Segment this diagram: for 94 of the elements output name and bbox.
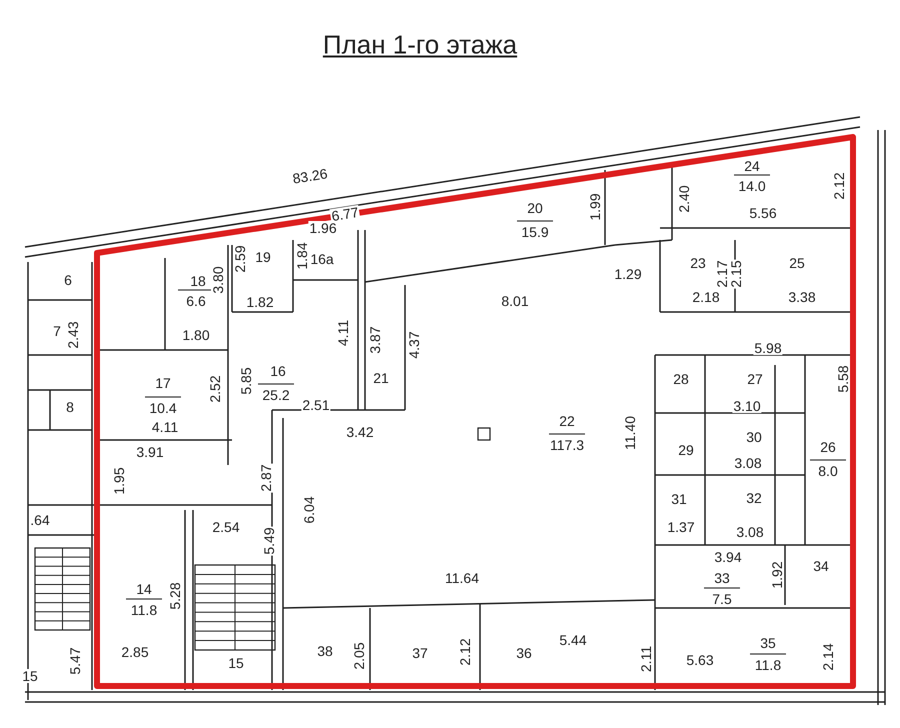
dimension-value: 11.40 <box>623 415 637 451</box>
room-area: 25.2 <box>261 388 291 402</box>
dimension-value: 83.26 <box>290 166 330 186</box>
dimension-value: 3.42 <box>345 425 375 439</box>
room-area: 117.3 <box>549 438 585 452</box>
dimension-value: 2.59 <box>233 244 247 274</box>
room-number: 31 <box>670 492 688 506</box>
dimension-value: 1.80 <box>181 328 211 342</box>
room-number: 17 <box>154 376 172 390</box>
dimension-value: 1.99 <box>588 192 602 222</box>
dimension-value: 3.91 <box>135 445 165 459</box>
dimension-value: 2.87 <box>259 463 273 493</box>
room-number: 20 <box>526 201 544 215</box>
dimension-value: 3.94 <box>713 550 743 564</box>
room-area: 14.0 <box>737 179 767 193</box>
room-number: 35 <box>759 636 777 650</box>
dimension-value: 5.56 <box>748 206 778 220</box>
dimension-value: 2.85 <box>120 645 150 659</box>
dimension-value: 4.11 <box>150 420 180 434</box>
dimension-value: 4.11 <box>336 318 350 348</box>
dimension-value: 5.47 <box>68 646 82 676</box>
room-number: 36 <box>515 646 533 660</box>
room-number: 21 <box>372 371 390 385</box>
dimension-value: 5.58 <box>836 364 850 394</box>
room-number: 25 <box>788 256 806 270</box>
dimension-value: 1.95 <box>112 466 126 496</box>
dimension-value: 3.08 <box>733 456 763 470</box>
dimension-value: 2.14 <box>821 642 835 672</box>
dimension-value: 2.18 <box>691 290 721 304</box>
dimension-value: 11.64 <box>444 571 480 585</box>
room-number: 16а <box>309 252 335 266</box>
dimension-value: 1.92 <box>770 560 784 590</box>
room-number: 24 <box>743 159 761 173</box>
room-number: 23 <box>689 256 707 270</box>
dimension-value: 2.40 <box>677 184 691 214</box>
dimension-value: 3.80 <box>211 265 225 295</box>
room-number: 15 <box>227 656 245 670</box>
dimension-value: 2.12 <box>458 637 472 667</box>
dimension-value: 2.54 <box>211 520 241 534</box>
room-number: 16 <box>269 364 287 378</box>
dimension-value: 4.37 <box>407 330 421 360</box>
dimension-value: 2.51 <box>301 398 331 412</box>
dimension-value: 2.52 <box>208 374 222 404</box>
room-number: 30 <box>745 430 763 444</box>
room-number: 26 <box>819 440 837 454</box>
dimension-value: 5.44 <box>558 633 588 647</box>
room-number: 27 <box>746 372 764 386</box>
room-number: 33 <box>713 571 731 585</box>
room-area: 15.9 <box>520 225 550 239</box>
dimension-value: 1.29 <box>613 267 643 281</box>
dimension-value: 5.49 <box>262 526 276 556</box>
dimension-value: 1.96 <box>308 221 338 235</box>
dimension-value: 2.11 <box>639 644 653 674</box>
room-number: 28 <box>672 372 690 386</box>
dimension-value: 2.05 <box>352 641 366 671</box>
dimension-value: 3.87 <box>368 325 382 355</box>
plan-title: План 1-го этажа <box>322 28 518 62</box>
dimension-value: 1.84 <box>295 241 309 271</box>
dimension-value: 6.04 <box>302 495 316 525</box>
dimension-value: .64 <box>29 513 51 527</box>
room-area: 10.4 <box>148 401 178 415</box>
room-number: 6 <box>63 273 73 287</box>
room-number: 22 <box>558 414 576 428</box>
room-number: 37 <box>411 646 429 660</box>
room-area: 7.5 <box>711 592 733 606</box>
dimension-value: 5.28 <box>168 581 182 611</box>
room-number: 14 <box>135 582 153 596</box>
dimension-value: 5.98 <box>753 341 783 355</box>
room-number: 38 <box>316 644 334 658</box>
dimension-value: 1.82 <box>245 295 275 309</box>
dimension-value: 5.85 <box>239 366 253 396</box>
room-area: 6.6 <box>185 294 207 308</box>
dimension-value: 6.77 <box>329 204 361 224</box>
dimension-value: 5.63 <box>685 653 715 667</box>
room-number: 32 <box>745 491 763 505</box>
dimension-value: 1.37 <box>666 520 696 534</box>
room-area: 11.8 <box>754 658 782 672</box>
dimension-value: 2.15 <box>729 259 743 289</box>
dimension-value: 3.08 <box>735 525 765 539</box>
dimension-value: 2.12 <box>832 171 846 201</box>
room-area: 8.0 <box>817 464 839 478</box>
room-number: 18 <box>189 274 207 288</box>
dimension-value: 8.01 <box>500 294 530 308</box>
room-number: 19 <box>254 250 272 264</box>
room-number: 29 <box>677 443 695 457</box>
dimension-value: 2.43 <box>66 320 80 350</box>
dimension-value: 3.10 <box>732 399 762 413</box>
dimension-value: 2.17 <box>715 259 729 289</box>
room-number: 15 <box>21 669 39 683</box>
room-number: 7 <box>52 324 62 338</box>
room-area: 11.8 <box>130 603 158 617</box>
room-number: 8 <box>65 400 75 414</box>
room-number: 34 <box>812 559 830 573</box>
dimension-value: 3.38 <box>787 290 817 304</box>
